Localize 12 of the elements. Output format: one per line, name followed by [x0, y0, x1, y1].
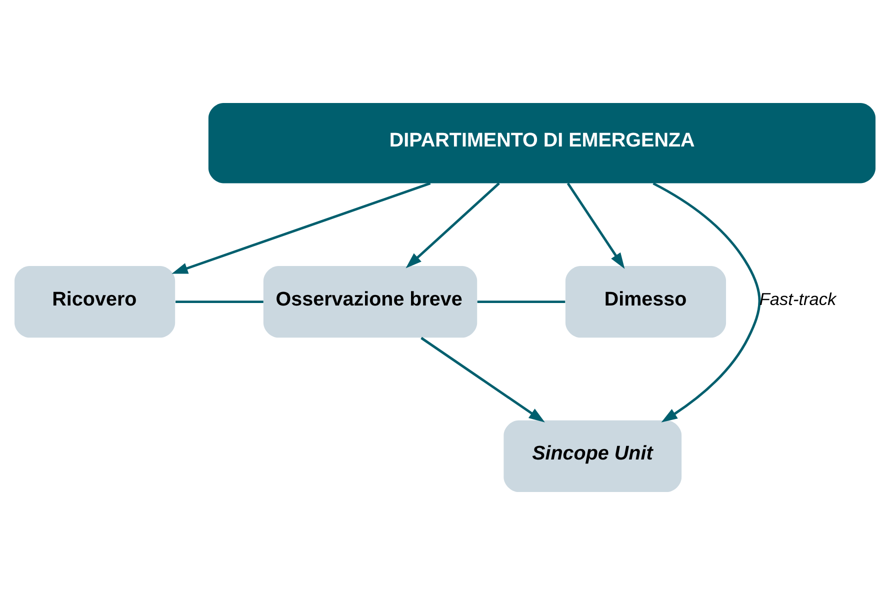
arrow	[405, 182, 500, 268]
arrow	[420, 336, 544, 422]
node-box: Osservazione breve	[262, 266, 477, 338]
node-box: DIPARTIMENTO DI EMERGENZA	[208, 102, 875, 183]
node-box: Sincope Unit	[503, 420, 682, 492]
connector	[476, 300, 565, 303]
connector	[175, 300, 263, 303]
node-box: Ricovero	[14, 266, 175, 338]
arrow	[171, 182, 430, 274]
arrow	[652, 182, 760, 422]
node-box: Dimesso	[564, 266, 726, 338]
arrow	[566, 182, 624, 268]
